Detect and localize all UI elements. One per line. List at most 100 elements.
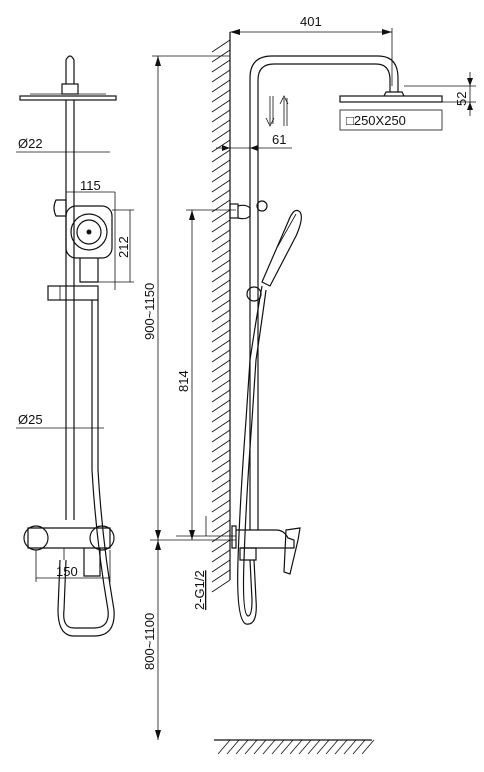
floor-hatch-stroke [226, 739, 240, 755]
side-upper-wall-bracket [229, 203, 239, 219]
dim-mount-height: 800~1100 [142, 613, 157, 670]
wall-hatch-stroke [211, 269, 231, 283]
wall-hatch-stroke [211, 89, 231, 103]
wall-hatch-stroke [211, 569, 231, 583]
side-hand-shower-face [277, 213, 297, 247]
wall-hatch-stroke [211, 379, 231, 393]
front-hose-inner [57, 300, 115, 637]
wall-hatch-stroke [211, 129, 231, 143]
wall-hatch-stroke [211, 489, 231, 503]
wall-hatch-stroke [211, 189, 231, 203]
arrow-401-left [230, 29, 240, 35]
wall-hatch-stroke [211, 279, 231, 293]
front-handset-face [70, 213, 108, 251]
wall-hatch-stroke [211, 229, 231, 243]
front-handset-center [86, 229, 92, 235]
front-view: Ø22 115 212 Ø25 150 [16, 55, 134, 637]
front-handset-holder [53, 199, 67, 217]
arrow-total-top [155, 56, 161, 66]
front-mixer-right-knob [89, 525, 115, 551]
front-pipe-top-cap [65, 55, 75, 84]
wall-hatch-stroke [211, 239, 231, 253]
head-size-frame [339, 109, 443, 131]
floor-section [214, 739, 375, 755]
wall-hatch-stroke [211, 509, 231, 523]
wall-hatch-stroke [211, 419, 231, 433]
arrow-52-bottom [467, 102, 473, 110]
arrow-mount-top [155, 540, 161, 550]
wall-hatch-stroke [211, 219, 231, 233]
wall-hatch-stroke [211, 259, 231, 273]
floor-hatch-stroke [298, 739, 312, 755]
floor-hatch-stroke [235, 739, 249, 755]
wall-hatch-stroke [211, 499, 231, 513]
arrow-61-left [222, 145, 230, 151]
wall-hatch-stroke [211, 389, 231, 403]
wall-hatch-stroke [211, 159, 231, 173]
front-hose-outer [63, 300, 109, 629]
wall-hatch-stroke [211, 319, 231, 333]
floor-hatch-stroke [253, 739, 267, 755]
wall-section [211, 32, 231, 593]
dim-top-width: 401 [300, 14, 322, 29]
side-hand-shower [261, 209, 302, 287]
floor-hatch-stroke [361, 739, 375, 755]
front-shower-head [19, 95, 117, 101]
side-mixer-body [231, 525, 295, 549]
floor-hatch-stroke [343, 739, 357, 755]
floor-hatch-stroke [280, 739, 294, 755]
floor-hatch-stroke [334, 739, 348, 755]
arrow-total-bottom [155, 530, 161, 540]
wall-hatch-stroke [211, 59, 231, 73]
dim-head-size: □250X250 [346, 113, 406, 128]
front-handset-ring [76, 219, 102, 245]
side-view: 401 □250X250 52 61 [176, 14, 476, 625]
floor-hatch-stroke [271, 739, 285, 755]
wall-hatch-stroke [211, 209, 231, 223]
floor-hatch-stroke [217, 739, 231, 755]
side-mixer-outlet [239, 547, 257, 561]
wall-hatch-stroke [211, 369, 231, 383]
dim-thread: 2-G1/2 [192, 570, 207, 610]
floor-hatch-stroke [352, 739, 366, 755]
wall-hatch-stroke [211, 539, 231, 553]
height-dimensions: 900~1150 800~1100 814 [142, 55, 236, 740]
front-handset-head [65, 205, 113, 259]
wall-hatch-stroke [211, 579, 231, 593]
dim-bracket-height: 814 [176, 370, 191, 392]
wall-hatch-stroke [211, 469, 231, 483]
wall-hatch-stroke [211, 79, 231, 93]
wall-hatch-stroke [211, 549, 231, 563]
floor-hatch-stroke [325, 739, 339, 755]
wall-hatch-stroke [211, 409, 231, 423]
dim-mixer-width: 150 [56, 564, 78, 579]
side-shower-head [339, 95, 443, 103]
wall-hatch-stroke [211, 69, 231, 83]
wall-hatch-stroke [211, 199, 231, 213]
dim-handset-height: 212 [116, 236, 131, 258]
arrow-mount-bottom [155, 730, 161, 740]
wall-hatch-stroke [211, 119, 231, 133]
wall-hatch-stroke [211, 479, 231, 493]
wall-hatch-stroke [211, 139, 231, 153]
wall-hatch-stroke [211, 449, 231, 463]
wall-hatch-stroke [211, 399, 231, 413]
dim-total-height: 900~1150 [142, 283, 157, 340]
wall-hatch-stroke [211, 99, 231, 113]
side-handset-holder [256, 200, 268, 212]
floor-hatch-stroke [307, 739, 321, 755]
side-hose-outer [237, 285, 263, 625]
side-arm-inner [257, 63, 391, 200]
side-slider-knob [246, 286, 262, 302]
dim-handset-width: 115 [80, 178, 101, 193]
wall-hatch-stroke [211, 429, 231, 443]
dim-pipe-top-diameter: Ø22 [18, 136, 43, 151]
wall-hatch-stroke [211, 559, 231, 573]
front-slider-bracket [47, 285, 99, 301]
wall-hatch-stroke [211, 249, 231, 263]
wall-hatch-stroke [211, 359, 231, 373]
wall-hatch-stroke [211, 339, 231, 353]
dim-head-height: 52 [454, 92, 469, 106]
floor-hatch-stroke [316, 739, 330, 755]
arrow-52-top [467, 78, 473, 86]
